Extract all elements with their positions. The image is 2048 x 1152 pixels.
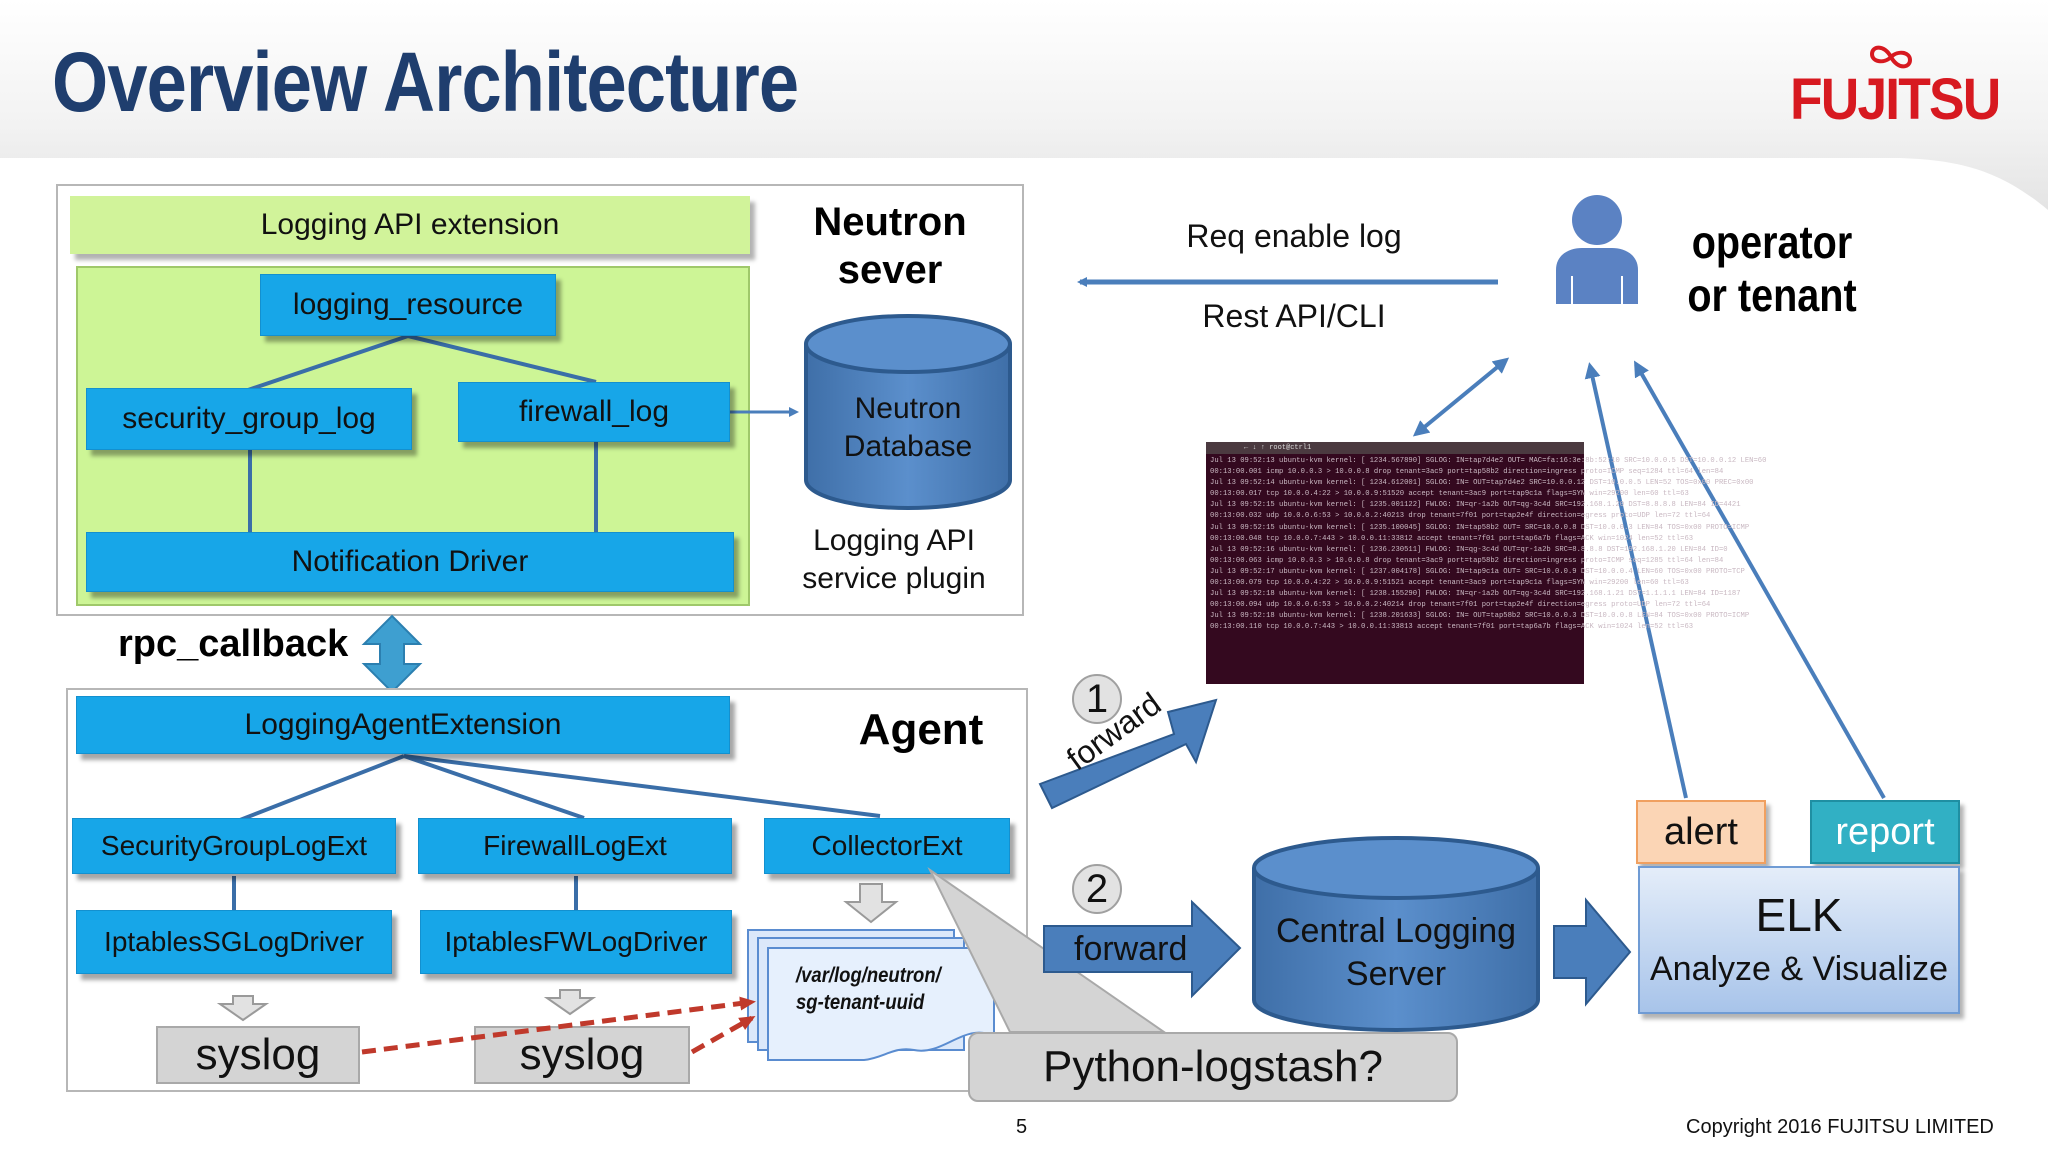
syslog2-to-file-arrow xyxy=(690,1015,756,1055)
person-icon xyxy=(1556,195,1638,304)
firewall-log-ext-box: FirewallLogExt xyxy=(418,818,732,874)
terminal-line: Jul 13 09:52:16 ubuntu-kvm kernel: [ 123… xyxy=(1210,545,1728,554)
central-logging-server-label: Central Logging Server xyxy=(1275,912,1517,993)
terminal-line: Jul 13 09:52:17 ubuntu-kvm kernel: [ 123… xyxy=(1210,567,1745,576)
forward-2-block-arrow xyxy=(1043,899,1242,999)
forward-2-label: forward xyxy=(1074,930,1188,968)
terminal-line: Jul 13 09:52:14 ubuntu-kvm kernel: [ 123… xyxy=(1210,479,1754,488)
terminal-line: 00:13:00.063 icmp 10.0.0.3 > 10.0.0.8 dr… xyxy=(1210,556,1724,565)
terminal-line: 00:13:00.110 tcp 10.0.0.7:443 > 10.0.0.1… xyxy=(1210,623,1694,632)
forward-1-block-arrow xyxy=(1038,698,1218,810)
logging-api-plugin-label: Logging API service plugin xyxy=(802,524,986,595)
logging-agent-extension-box: LoggingAgentExtension xyxy=(76,696,730,754)
central-logging-cylinder-icon xyxy=(1252,836,1540,1032)
fw-syslog-down-arrow xyxy=(543,989,597,1016)
logging-api-extension: Logging API extension xyxy=(70,196,750,254)
report-box: report xyxy=(1810,800,1960,864)
connector-resource-to-fw xyxy=(407,334,597,384)
firewall-log-box: firewall_log xyxy=(458,382,730,442)
alert-to-user-arrow xyxy=(1584,362,1688,799)
syslog-box-2: syslog xyxy=(474,1026,690,1084)
collector-down-arrow xyxy=(843,883,899,924)
terminal-line: Jul 13 09:52:18 ubuntu-kvm kernel: [ 123… xyxy=(1210,590,1741,599)
terminal-line: 00:13:00.079 tcp 10.0.0.4:22 > 10.0.0.9:… xyxy=(1210,579,1689,588)
connector-agentext-to-fw xyxy=(403,754,585,820)
connector-resource-to-sg xyxy=(247,334,409,392)
iptables-fw-log-driver-box: IptablesFWLogDriver xyxy=(420,910,732,974)
elk-box: ELK Analyze & Visualize xyxy=(1638,866,1960,1014)
terminal-line: Jul 13 09:52:13 ubuntu-kvm kernel: [ 123… xyxy=(1210,457,1767,465)
neutron-database-cylinder-icon xyxy=(804,314,1012,510)
terminal-user-double-arrow xyxy=(1412,357,1510,437)
python-logstash-callout: Python-logstash? xyxy=(968,1032,1458,1102)
log-file-document-icon xyxy=(747,929,995,1061)
terminal-line: 00:13:00.048 tcp 10.0.0.7:443 > 10.0.0.1… xyxy=(1210,534,1694,543)
fujitsu-logo: FUJITSU xyxy=(1790,67,2001,132)
neutron-server-heading: Neutron sever xyxy=(813,200,967,292)
step-2-badge: 2 xyxy=(1072,864,1122,914)
terminal-screenshot: ← ↓ ↑ root@ctrl1 Jul 13 09:52:13 ubuntu-… xyxy=(1206,442,1767,684)
notification-driver-box: Notification Driver xyxy=(86,532,734,592)
elk-subtitle: Analyze & Visualize xyxy=(1650,950,1948,988)
sg-syslog-down-arrow xyxy=(216,995,270,1022)
header-band xyxy=(0,0,2048,210)
elk-title: ELK xyxy=(1755,889,1843,941)
alert-box: alert xyxy=(1636,800,1766,864)
terminal-line: 00:13:00.017 tcp 10.0.0.4:22 > 10.0.0.9:… xyxy=(1210,490,1689,499)
syslog-box-1: syslog xyxy=(156,1026,360,1084)
logging-resource-box: logging_resource xyxy=(260,274,556,336)
request-label: Req enable log xyxy=(1186,218,1402,254)
report-to-user-arrow xyxy=(1634,360,1886,799)
connector-agentext-to-collector xyxy=(403,754,881,818)
central-to-elk-arrow xyxy=(1553,897,1632,1007)
operator-or-tenant-label: operator or tenant xyxy=(1687,216,1857,321)
terminal-line: 00:13:00.094 udp 10.0.0.6:53 > 10.0.0.2:… xyxy=(1210,601,1711,610)
terminal-line: Jul 13 09:52:18 ubuntu-kvm kernel: [ 123… xyxy=(1210,612,1750,621)
step-1-badge: 1 xyxy=(1072,674,1122,724)
terminal-title-bar: ← ↓ ↑ root@ctrl1 xyxy=(1206,442,1584,454)
connector-agentext-to-sg xyxy=(239,754,405,822)
security-group-log-box: security_group_log xyxy=(86,388,412,450)
log-file-path: /var/log/neutron/ sg-tenant-uuid xyxy=(796,964,941,1015)
iptables-sg-log-driver-box: IptablesSGLogDriver xyxy=(76,910,392,974)
slide-title: Overview Architecture xyxy=(52,35,799,129)
terminal-line: 00:13:00.001 icmp 10.0.0.3 > 10.0.0.8 dr… xyxy=(1210,468,1724,477)
page-number: 5 xyxy=(1016,1116,1028,1138)
security-group-log-ext-box: SecurityGroupLogExt xyxy=(72,818,396,874)
collector-ext-box: CollectorExt xyxy=(764,818,1010,874)
terminal-line: Jul 13 09:52:15 ubuntu-kvm kernel: [ 123… xyxy=(1210,501,1741,510)
terminal-line: Jul 13 09:52:15 ubuntu-kvm kernel: [ 123… xyxy=(1210,523,1750,532)
copyright-text: Copyright 2016 FUJITSU LIMITED xyxy=(1686,1116,1994,1138)
fujitsu-infinity-icon xyxy=(1869,45,1913,69)
terminal-line: 00:13:00.032 udp 10.0.0.6:53 > 10.0.0.2:… xyxy=(1210,512,1711,521)
neutron-database-label: Neutron Database xyxy=(843,392,973,463)
rpc-callback-label: rpc_callback xyxy=(118,623,349,665)
terminal-log-lines: Jul 13 09:52:13 ubuntu-kvm kernel: [ 123… xyxy=(1206,454,1767,636)
agent-heading: Agent xyxy=(858,705,984,754)
request-method-label: Rest API/CLI xyxy=(1202,298,1386,334)
